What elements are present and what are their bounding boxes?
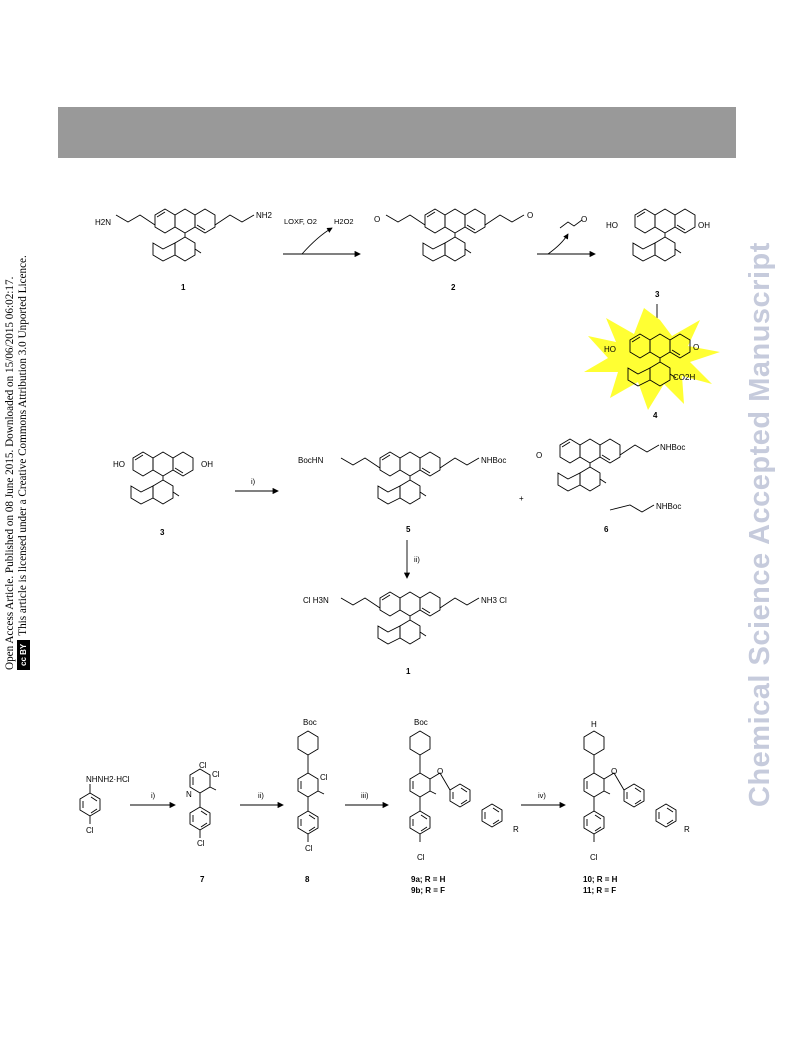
compound-10-11: H O R Cl 10; R = H 11; R = F: [583, 720, 690, 895]
s3-step-i: i): [151, 791, 156, 800]
nhboc-5: NHBoc: [481, 456, 506, 465]
svg-text:O: O: [527, 211, 533, 220]
scheme-3: NHNH2·HCl Cl i) Cl Cl N Cl 7 ii) Boc Cl: [79, 718, 690, 895]
compound-1-salt: Cl H3N NH3 Cl 1: [303, 591, 507, 676]
compound-9: Boc O R Cl 9a; R = H 9b; R = F: [409, 718, 519, 895]
label-s2-1: 1: [406, 667, 411, 676]
nhboc-6b: NHBoc: [656, 502, 681, 511]
label-compound-6: 6: [604, 525, 609, 534]
compound-1: H2N NH2 1: [95, 208, 273, 292]
compound-5: BocHN NHBoc 5: [298, 451, 506, 534]
scheme-1: H2N NH2 1 LOXF, O2 H2O2 O O 2 O HO OH 3: [95, 208, 720, 420]
svg-text:O: O: [581, 215, 587, 224]
compound-2: O O 2: [374, 208, 533, 292]
svg-text:Cl: Cl: [417, 853, 425, 862]
label-compound-3: 3: [655, 290, 660, 299]
h-10: H: [591, 720, 597, 729]
plus-sign: +: [519, 494, 524, 503]
compound-4: HO O CO2H 4: [584, 308, 720, 420]
compound-7: Cl Cl N Cl 7: [186, 761, 220, 884]
boc-8: Boc: [303, 718, 317, 727]
label-compound-9a: 9a; R = H: [411, 875, 446, 884]
boc-9: Boc: [414, 718, 428, 727]
svg-text:N: N: [186, 790, 192, 799]
hydrazine-hcl: NHNH2·HCl: [86, 775, 130, 784]
reagent-loxf: LOXF, O2: [284, 217, 317, 226]
fluorescence-starburst: [584, 308, 720, 410]
svg-text:Cl: Cl: [320, 773, 328, 782]
label-compound-10: 10; R = H: [583, 875, 618, 884]
amine-right: NH2: [256, 211, 273, 220]
s3-step-iii: iii): [361, 791, 369, 800]
svg-text:O: O: [374, 215, 380, 224]
header-banner: [58, 107, 736, 158]
acrolein-arrow: [547, 233, 569, 255]
svg-text:Cl: Cl: [199, 761, 207, 770]
svg-text:O: O: [693, 343, 699, 352]
svg-text:O: O: [536, 451, 542, 460]
svg-text:O: O: [611, 767, 617, 776]
label-compound-2: 2: [451, 283, 456, 292]
label-compound-1: 1: [181, 283, 186, 292]
compound-6: O NHBoc NHBoc 6: [536, 438, 685, 534]
label-compound-4: 4: [653, 411, 658, 420]
svg-text:Cl: Cl: [305, 844, 313, 853]
s3-step-iv: iv): [538, 791, 546, 800]
r-9: R: [513, 825, 519, 834]
oh-s2: OH: [201, 460, 213, 469]
hydrazine-start: NHNH2·HCl Cl: [79, 775, 130, 835]
amine-left: H2N: [95, 218, 111, 227]
nhboc-6a: NHBoc: [660, 443, 685, 452]
label-s2-3: 3: [160, 528, 165, 537]
compound-3: HO OH 3: [606, 208, 710, 299]
label-compound-8: 8: [305, 875, 310, 884]
acrolein: [559, 219, 583, 229]
label-compound-11: 11; R = F: [583, 886, 616, 895]
s3-step-ii: ii): [258, 791, 264, 800]
salt-left: Cl H3N: [303, 596, 329, 605]
cl-start: Cl: [86, 826, 94, 835]
r-10: R: [684, 825, 690, 834]
label-compound-7: 7: [200, 875, 205, 884]
ho-4: HO: [604, 345, 616, 354]
scheme-2: HO OH 3 i) BocHN NHBoc 5 + O NHBoc NHBoc…: [113, 438, 685, 676]
svg-text:O: O: [437, 767, 443, 776]
label-compound-5: 5: [406, 525, 411, 534]
label-compound-9b: 9b; R = F: [411, 886, 445, 895]
svg-text:Cl: Cl: [590, 853, 598, 862]
byproduct-arrow: [301, 227, 333, 255]
step-i: i): [251, 477, 256, 486]
compound-8: Boc Cl Cl 8: [297, 718, 328, 884]
bochn-5: BocHN: [298, 456, 324, 465]
compound-3-start: HO OH 3: [113, 451, 213, 537]
byproduct-h2o2: H2O2: [334, 217, 354, 226]
salt-right: NH3 Cl: [481, 596, 507, 605]
svg-text:Cl: Cl: [197, 839, 205, 848]
co2h-4: CO2H: [673, 373, 695, 382]
ho-3: HO: [606, 221, 618, 230]
svg-text:Cl: Cl: [212, 770, 220, 779]
oh-3: OH: [698, 221, 710, 230]
ho-s2: HO: [113, 460, 125, 469]
step-ii: ii): [414, 555, 420, 564]
